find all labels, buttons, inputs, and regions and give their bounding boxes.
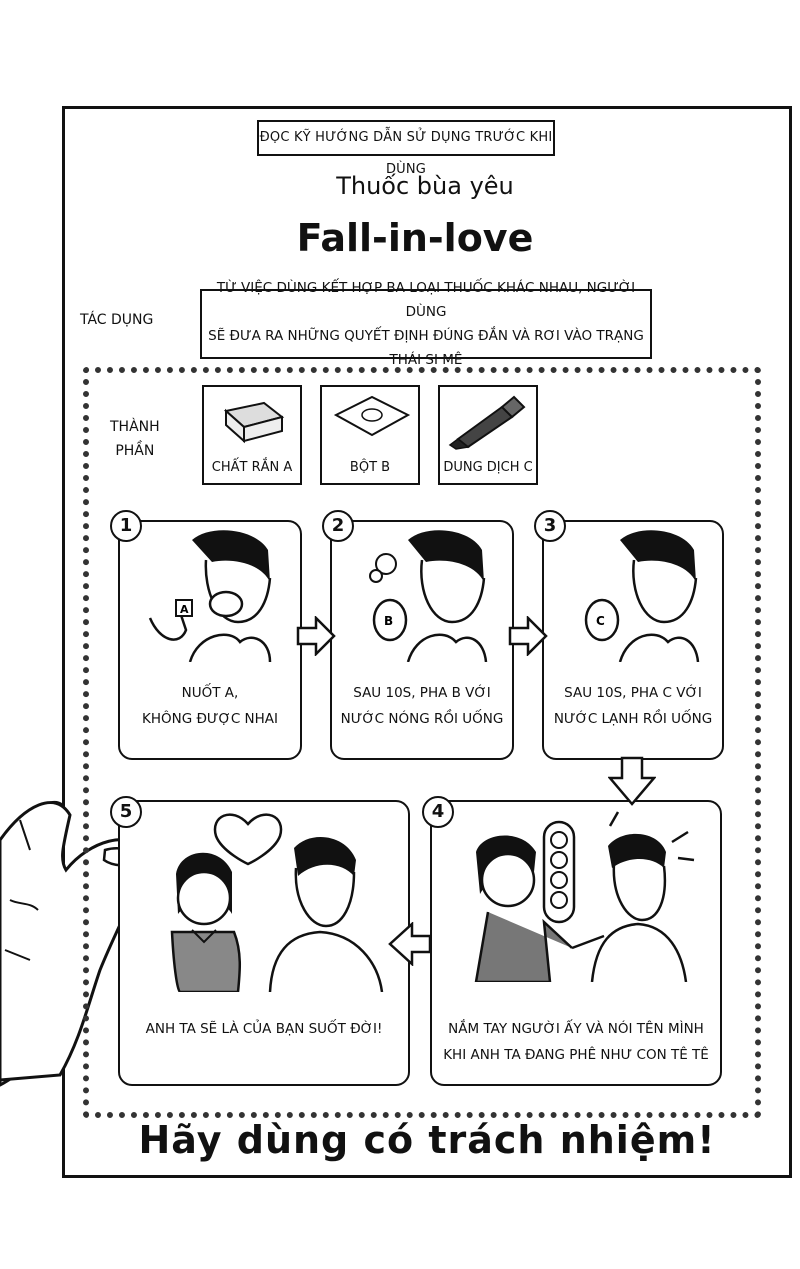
step-2-number: 2: [322, 510, 354, 542]
step-3-text: SAU 10S, PHA C VỚI NƯỚC LẠNH RỒI UỐNG: [544, 680, 722, 732]
arrow-right-icon: [508, 616, 548, 656]
ingredient-name: BỘT B: [349, 460, 391, 475]
step-1-number: 1: [110, 510, 142, 542]
effect-description: TỪ VIỆC DÙNG KẾT HỢP BA LOẠI THUỐC KHÁC …: [200, 280, 652, 368]
man-drinking-c-illustration: C: [584, 530, 700, 663]
instructions-frame: [83, 367, 761, 1118]
step-4-number: 4: [422, 796, 454, 828]
step-2-line-1: SAU 10S, PHA B VỚI: [353, 685, 491, 701]
ingredient-card-c: DUNG DỊCH C: [438, 385, 538, 485]
cup-letter: C: [596, 614, 605, 628]
arrow-right-icon: [296, 616, 336, 656]
ingredient-card-b: BỘT B: [320, 385, 420, 485]
step-1-line-2: KHÔNG ĐƯỢC NHAI: [141, 711, 279, 727]
step-2-panel: B SAU 10S, PHA B VỚI NƯỚC NÓNG RỒI UỐNG: [330, 520, 514, 760]
vial-icon: [448, 395, 526, 450]
step-2-line-2: NƯỚC NÓNG RỒI UỐNG: [340, 711, 504, 727]
arrow-left-icon: [388, 922, 432, 966]
pill-letter: A: [180, 603, 189, 616]
step-5-panel: ANH TA SẼ LÀ CỦA BẠN SUỐT ĐỜI!: [118, 800, 410, 1086]
step-5-number: 5: [110, 796, 142, 828]
ingredients-label-line-2: PHẦN: [115, 443, 155, 459]
man-drinking-b-illustration: B: [369, 530, 488, 663]
ingredients-label: THÀNH PHẦN: [110, 415, 160, 463]
step-1-text: NUỐT A, KHÔNG ĐƯỢC NHAI: [120, 680, 300, 732]
effect-line-2: SẼ ĐƯA RA NHỮNG QUYẾT ĐỊNH ĐÚNG ĐẮN VÀ R…: [208, 328, 644, 368]
step-1-panel: A NUỐT A, KHÔNG ĐƯỢC NHAI: [118, 520, 302, 760]
man-swallowing-illustration: A: [148, 530, 272, 663]
ingredients-label-line-1: THÀNH: [110, 419, 160, 435]
effect-line-1: TỪ VIỆC DÙNG KẾT HỢP BA LOẠI THUỐC KHÁC …: [216, 280, 636, 320]
step-3-number: 3: [534, 510, 566, 542]
solid-block-icon: [223, 401, 285, 444]
effect-label-text: TÁC DỤNG: [80, 312, 154, 328]
step-1-line-1: NUỐT A,: [181, 685, 239, 701]
step-2-text: SAU 10S, PHA B VỚI NƯỚC NÓNG RỒI UỐNG: [332, 680, 512, 732]
happy-couple-illustration: [170, 813, 384, 994]
step-3-line-1: SAU 10S, PHA C VỚI: [564, 685, 702, 701]
step-5-line-1: ANH TA SẼ LÀ CỦA BẠN SUỐT ĐỜI!: [145, 1021, 383, 1037]
step-3-line-2: NƯỚC LẠNH RỒI UỐNG: [553, 711, 713, 727]
product-subtitle: Thuốc bùa yêu: [336, 172, 514, 200]
step-4-panel: NẮM TAY NGƯỜI ẤY VÀ NÓI TÊN MÌNH KHI ANH…: [430, 800, 722, 1086]
product-title: Fall-in-love: [296, 216, 534, 260]
step-4-text: NẮM TAY NGƯỜI ẤY VÀ NÓI TÊN MÌNH KHI ANH…: [432, 1016, 720, 1068]
ingredient-name: CHẤT RẮN A: [211, 460, 293, 475]
step-3-panel: C SAU 10S, PHA C VỚI NƯỚC LẠNH RỒI UỐNG: [542, 520, 724, 760]
step-4-line-2: KHI ANH TA ĐANG PHÊ NHƯ CON TÊ TÊ: [443, 1047, 709, 1063]
cup-letter: B: [384, 614, 393, 628]
responsibility-slogan: Hãy dùng có trách nhiệm!: [138, 1118, 716, 1162]
arrow-down-icon: [608, 756, 656, 806]
powder-packet-icon: [333, 395, 411, 437]
girl-holding-hand-illustration: [474, 811, 695, 984]
step-5-text: ANH TA SẼ LÀ CỦA BẠN SUỐT ĐỜI!: [120, 1016, 408, 1042]
ingredient-name: DUNG DỊCH C: [443, 460, 533, 475]
ingredient-card-a: CHẤT RẮN A: [202, 385, 302, 485]
warning-notice: ĐỌC KỸ HƯỚNG DẪN SỬ DỤNG TRƯỚC KHI DÙNG: [257, 120, 555, 177]
step-4-line-1: NẮM TAY NGƯỜI ẤY VÀ NÓI TÊN MÌNH: [448, 1021, 704, 1037]
effect-label: TÁC DỤNG: [80, 312, 153, 328]
